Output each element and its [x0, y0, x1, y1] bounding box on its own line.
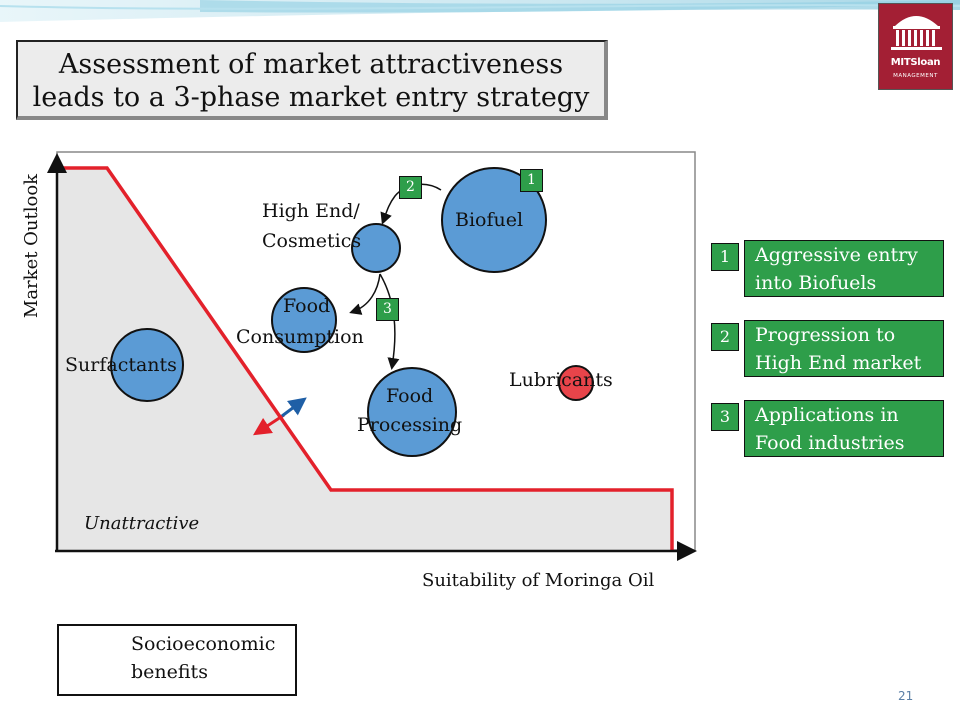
y-axis-label: Market Outlook — [21, 173, 42, 319]
badge-phase-1: 1 — [520, 169, 543, 192]
title-line-1: Assessment of market attractiveness — [58, 49, 564, 80]
attractiveness-boundary — [57, 166, 674, 550]
unattractive-label: Unattractive — [84, 513, 200, 534]
x-axis-label: Suitability of Moringa Oil — [422, 570, 655, 591]
phase-2-number: 2 — [711, 323, 739, 351]
phase-1-number: 1 — [711, 243, 739, 271]
mit-sloan-logo: MITSloan MANAGEMENT — [878, 3, 953, 90]
phase-1-line2: into Biofuels — [755, 272, 877, 294]
label-high-end-line1: High End/ — [262, 200, 360, 222]
phase-3-line2: Food industries — [755, 432, 905, 454]
title-line-2: leads to a 3-phase market entry strategy — [32, 82, 590, 113]
label-food-consumption-line1: Food — [283, 295, 331, 317]
bubble-high-end-cosmetics — [351, 223, 401, 273]
label-food-consumption-line2: Consumption — [236, 326, 364, 348]
benefit-arrow-red — [252, 413, 285, 436]
phase-2-line2: High End market — [755, 352, 922, 374]
phase-3-line1: Applications in — [755, 404, 899, 426]
phase-3-box: Applications in Food industries — [744, 400, 944, 457]
label-surfactants: Surfactants — [65, 354, 177, 376]
label-biofuel: Biofuel — [455, 209, 524, 231]
label-food-processing-line1: Food — [386, 385, 434, 407]
slide-title: Assessment of market attractiveness lead… — [16, 40, 608, 120]
dome-icon — [891, 16, 942, 50]
bubble-surfactants — [110, 328, 184, 402]
bubble-lubricants — [558, 365, 594, 401]
legend-socioeconomic — [57, 624, 297, 696]
bubble-biofuel — [441, 167, 547, 273]
legend-line1: Socioeconomic — [131, 633, 276, 655]
label-high-end-line2: Cosmetics — [262, 230, 362, 252]
unattractive-region — [57, 168, 672, 550]
legend-line2: benefits — [131, 661, 208, 683]
phase-1-line1: Aggressive entry — [755, 244, 918, 266]
phase-3-number: 3 — [711, 403, 739, 431]
badge-phase-2: 2 — [399, 176, 422, 199]
page-number: 21 — [898, 689, 914, 703]
header-decoration — [0, 0, 960, 22]
arrow-biofuel-to-high-end — [380, 183, 442, 225]
logo-subtext: MANAGEMENT — [893, 73, 938, 79]
badge-phase-3: 3 — [376, 298, 399, 321]
bubble-food-processing — [367, 367, 457, 457]
phase-2-line1: Progression to — [755, 324, 896, 346]
phase-2-box: Progression to High End market — [744, 320, 944, 377]
logo-wordmark: MITSloan — [890, 57, 941, 68]
benefit-arrow-blue — [281, 397, 307, 418]
bubble-food-consumption — [271, 287, 337, 353]
phase-1-box: Aggressive entry into Biofuels — [744, 240, 944, 297]
label-food-processing-line2: Processing — [357, 414, 463, 436]
arrow-high-end-to-food-consumption — [349, 273, 381, 315]
label-lubricants: Lubricants — [509, 369, 613, 391]
